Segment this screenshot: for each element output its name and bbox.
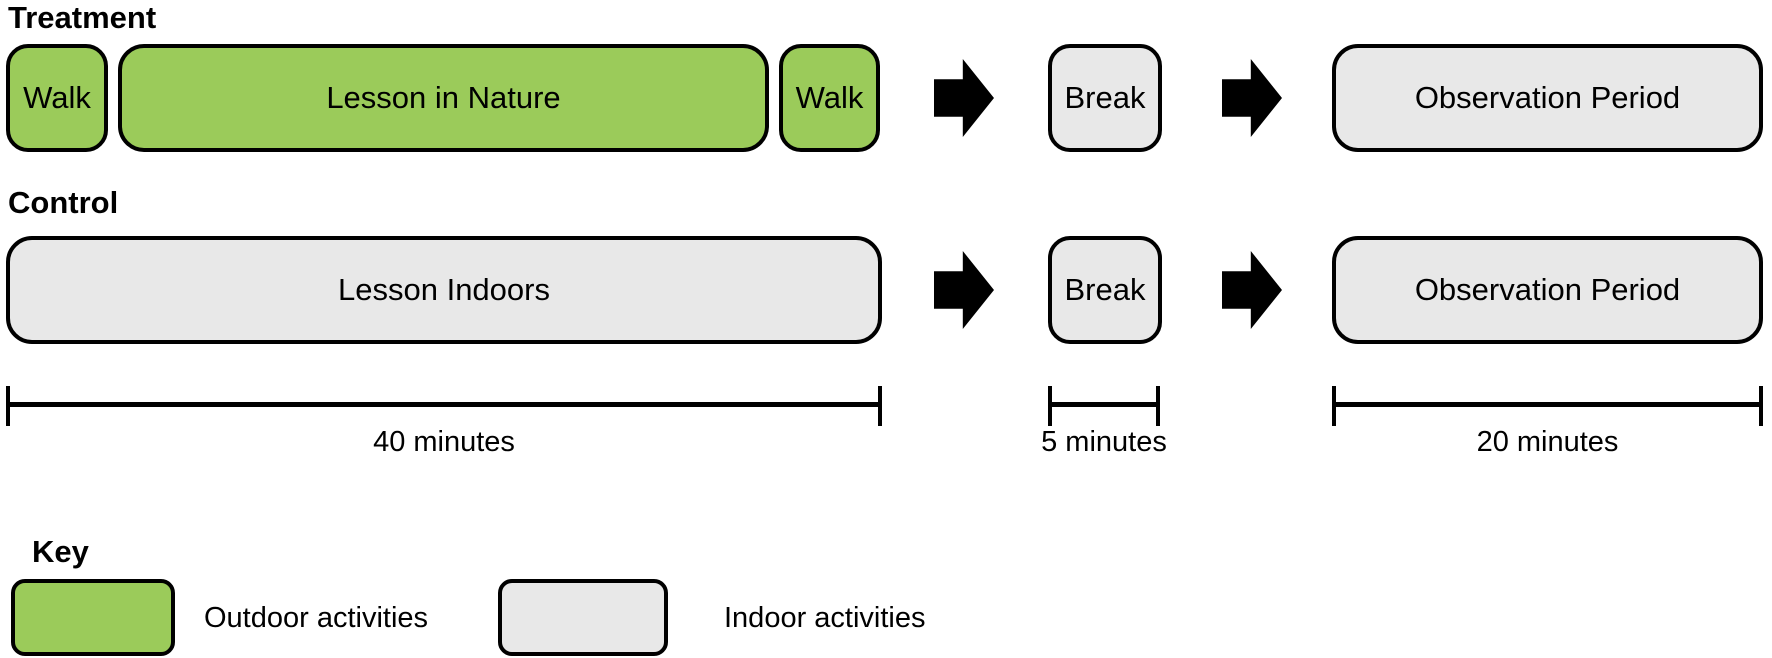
break-duration-label: 5 minutes <box>1041 426 1167 458</box>
right-arrow-icon <box>1222 251 1282 329</box>
treatment-walk-1-box: Walk <box>6 44 108 152</box>
indoor-activities-swatch <box>498 579 668 656</box>
outdoor-activities-label: Outdoor activities <box>204 602 429 634</box>
outdoor-activities-swatch <box>11 579 175 656</box>
bracket-bar <box>1336 402 1759 407</box>
treatment-walk-2-box: Walk <box>779 44 880 152</box>
lesson-duration-bracket <box>6 386 882 426</box>
treatment-break-box: Break <box>1048 44 1162 152</box>
break-duration-bracket <box>1048 386 1160 426</box>
bracket-bar <box>1052 402 1156 407</box>
right-arrow-icon <box>934 251 994 329</box>
treatment-observation-period-box: Observation Period <box>1332 44 1763 152</box>
right-arrow-icon <box>1222 59 1282 137</box>
indoor-activities-label: Indoor activities <box>724 602 926 634</box>
observation-duration-bracket <box>1332 386 1763 426</box>
observation-duration-label: 20 minutes <box>1476 426 1619 458</box>
key-heading: Key <box>32 534 89 569</box>
control-lesson-indoors-box: Lesson Indoors <box>6 236 882 344</box>
control-observation-period-box: Observation Period <box>1332 236 1763 344</box>
bracket-bar <box>10 402 878 407</box>
lesson-duration-label: 40 minutes <box>373 426 515 458</box>
control-heading: Control <box>8 185 119 220</box>
treatment-heading: Treatment <box>8 0 157 35</box>
right-arrow-icon <box>934 59 994 137</box>
treatment-lesson-in-nature-box: Lesson in Nature <box>118 44 769 152</box>
control-break-box: Break <box>1048 236 1162 344</box>
